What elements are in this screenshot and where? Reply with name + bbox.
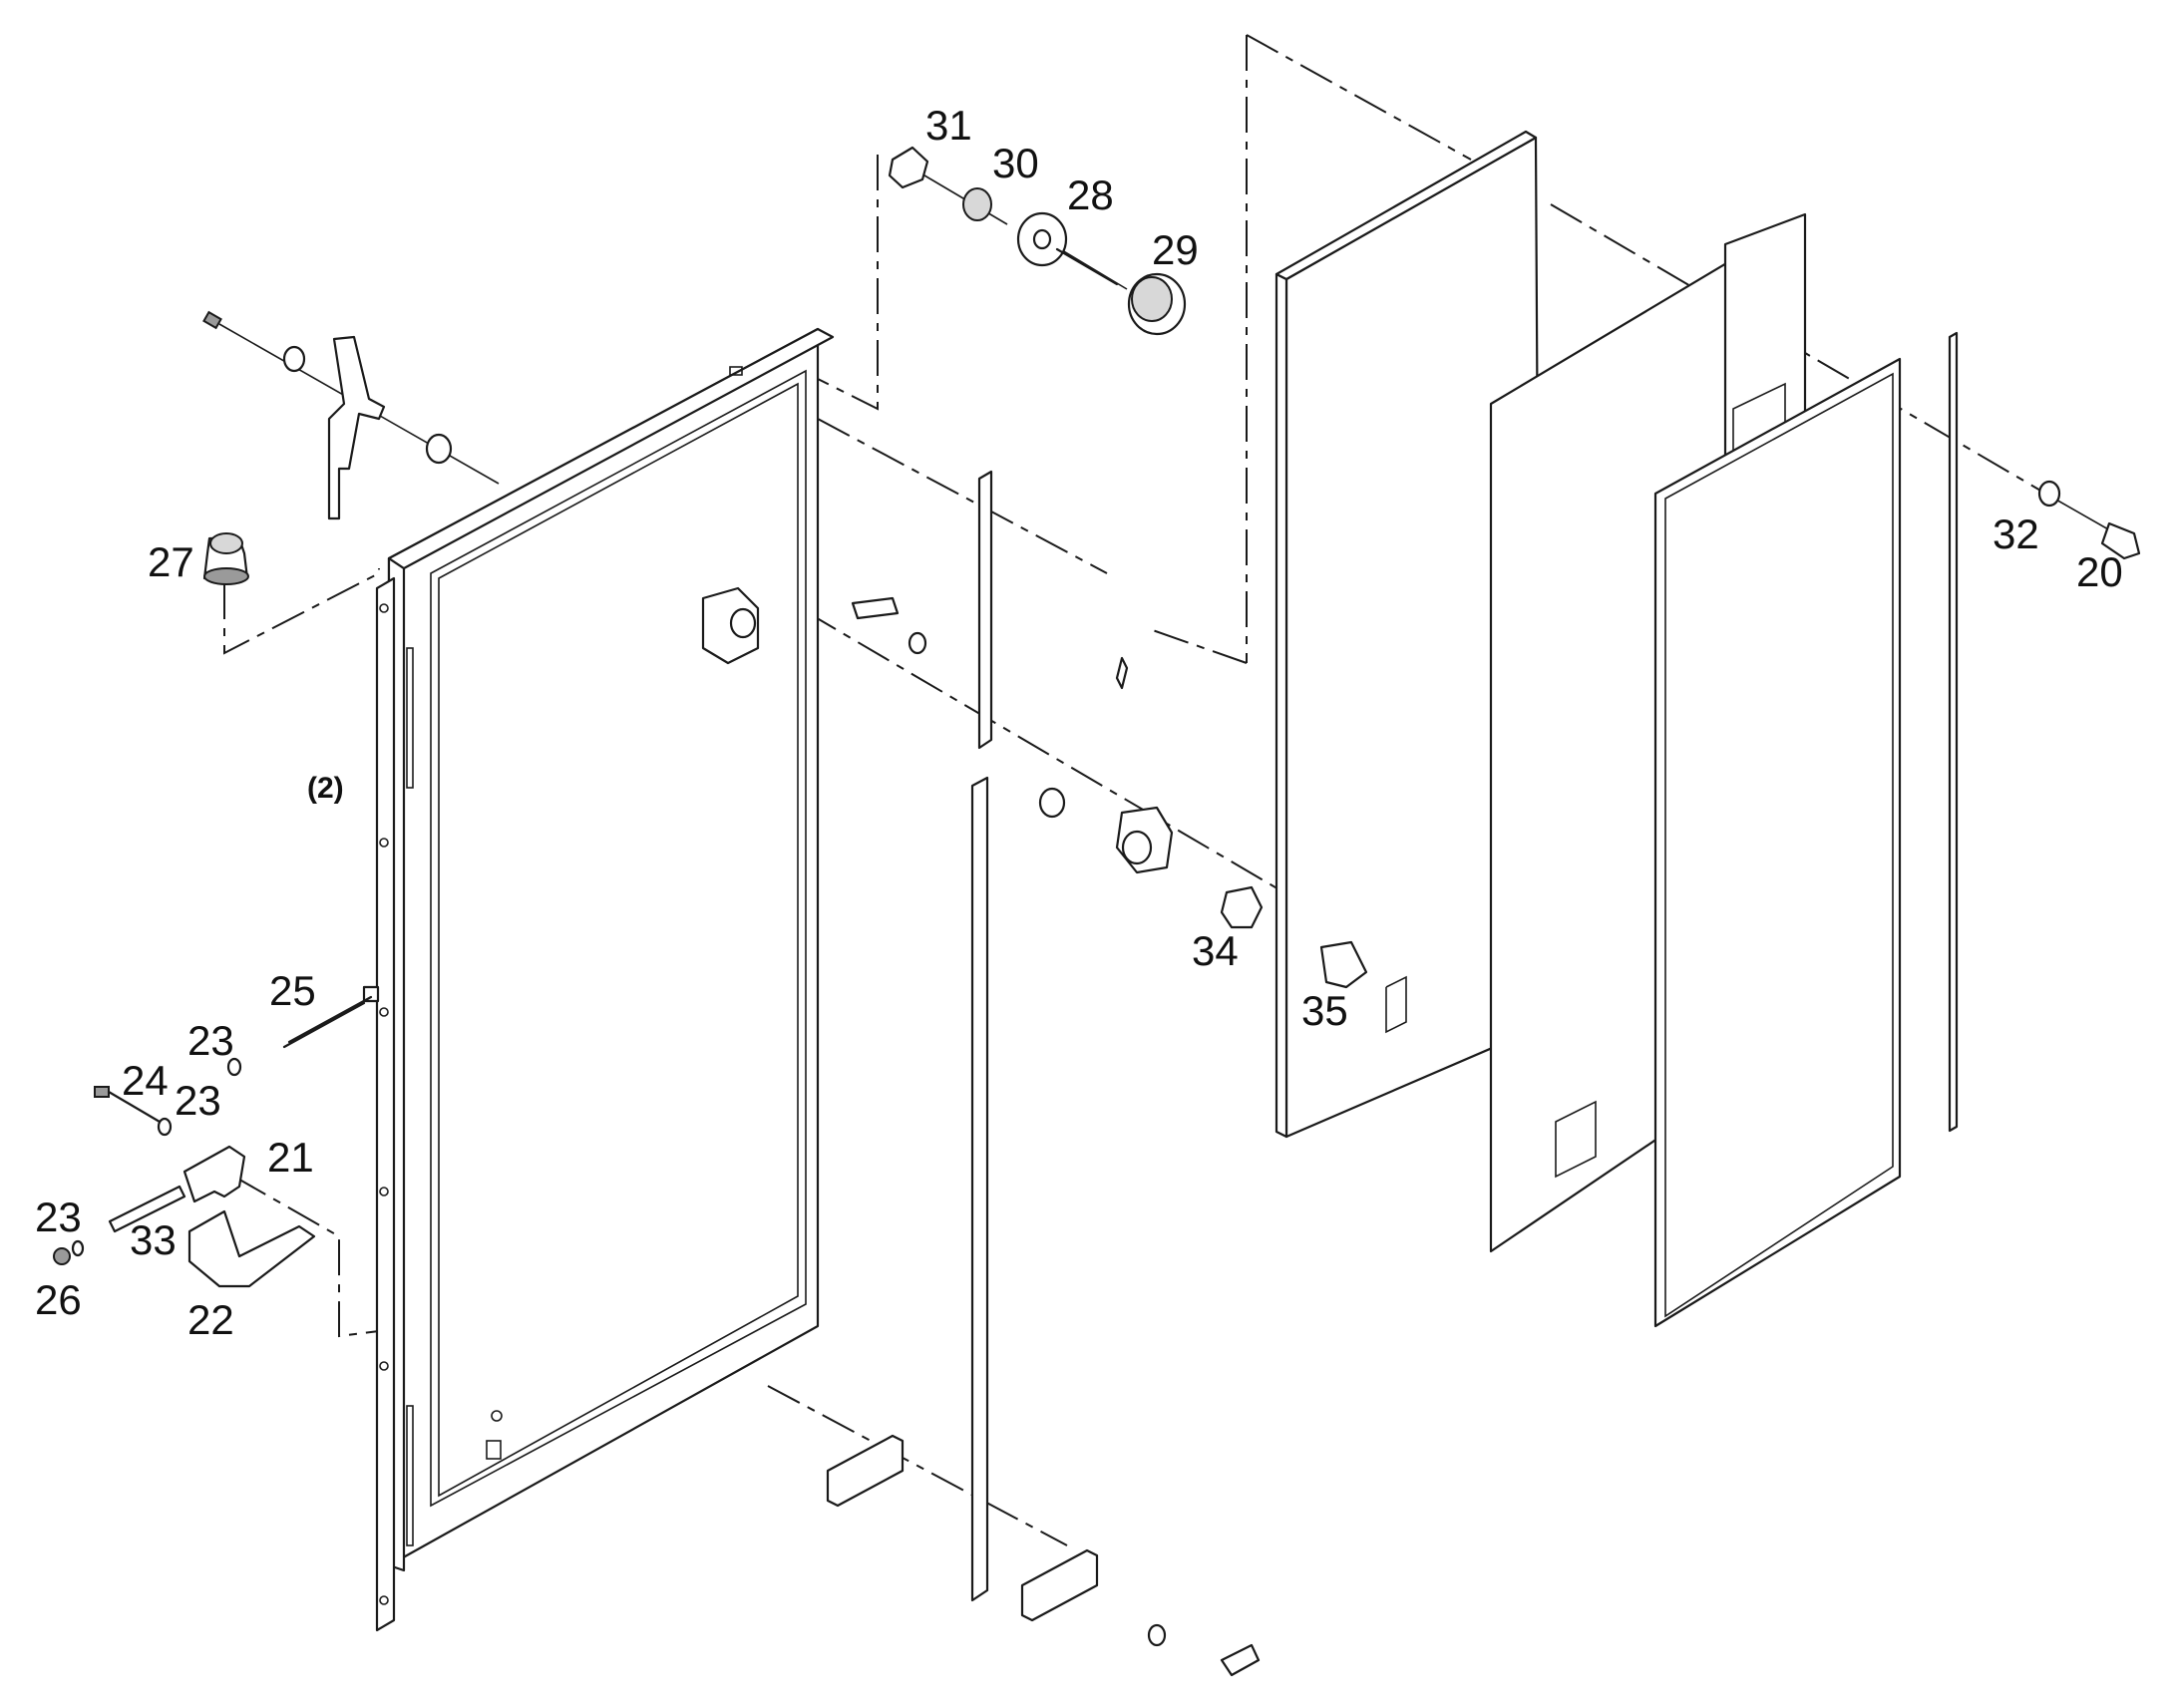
callout-28: 28: [1067, 171, 1114, 218]
callout-32: 32: [1993, 511, 2039, 557]
bottom-hinge-pads: [826, 1434, 1261, 1677]
part-20-32-screw: [2037, 480, 2141, 560]
latch-bracket: [53, 1057, 316, 1288]
callout-33: 33: [130, 1216, 177, 1263]
callout-29: 29: [1152, 226, 1199, 273]
door-frame: [375, 327, 835, 1632]
callout-23-mid: 23: [175, 1077, 221, 1124]
side-strips: [970, 331, 1959, 1602]
hinge-assembly: [202, 310, 453, 520]
callout-21: 21: [267, 1134, 314, 1181]
callout-31: 31: [925, 102, 972, 149]
back-panel: [1274, 130, 1543, 1139]
callout-35: 35: [1301, 987, 1348, 1034]
callout-34: 34: [1192, 927, 1239, 974]
latch-mechanism: [701, 586, 1368, 989]
part-27-grommet: [202, 532, 249, 585]
callout-27: 27: [148, 538, 194, 585]
part-25-bolt: [282, 985, 380, 1049]
gasket-frame: [1653, 357, 1902, 1328]
knob-assembly: [888, 146, 1187, 336]
callout-23-bottom: 23: [35, 1194, 82, 1240]
callout-24: 24: [122, 1057, 169, 1104]
quantity-note: (2): [307, 772, 344, 805]
callout-20: 20: [2076, 548, 2123, 595]
callout-labels: 20 21 22 23 23 23 24 25 26 27 28 29 30 3…: [35, 102, 2123, 1343]
callout-22: 22: [187, 1296, 234, 1343]
callout-25: 25: [269, 967, 316, 1014]
callout-26: 26: [35, 1276, 82, 1323]
callout-23-top: 23: [187, 1017, 234, 1064]
callout-30: 30: [992, 140, 1039, 186]
